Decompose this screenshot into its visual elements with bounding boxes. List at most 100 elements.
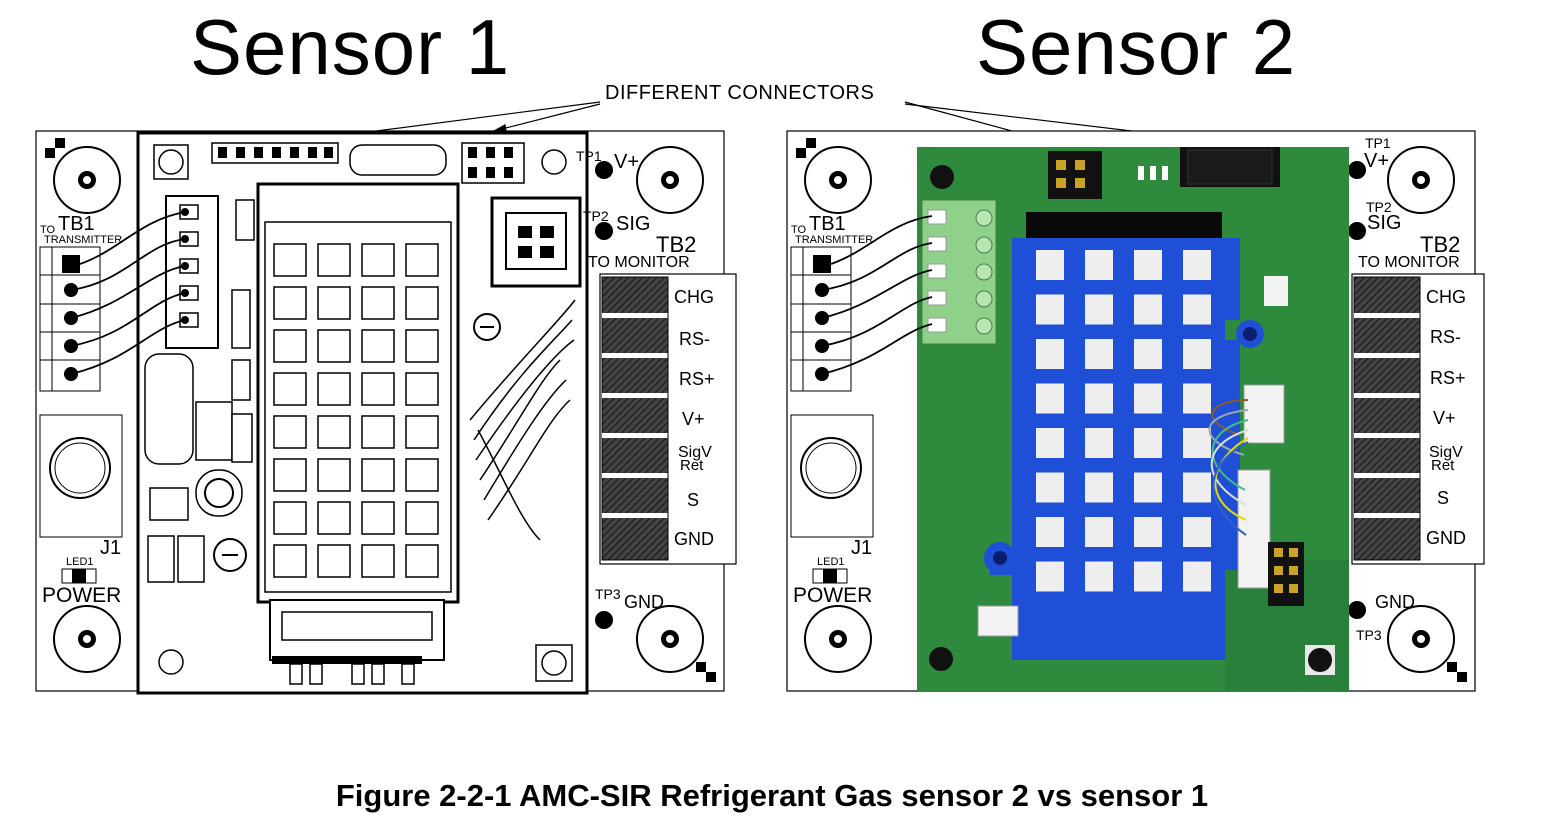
board1-sensor-cell: [405, 286, 439, 320]
board2-sensor-cell: [1134, 250, 1162, 280]
board2-sensor-cell: [1183, 383, 1211, 414]
board2-sensor-cell: [1085, 339, 1113, 369]
board2-led1-label: LED1: [817, 556, 845, 568]
board1-j1-label: J1: [100, 537, 122, 559]
board2-j1-label: J1: [851, 537, 873, 559]
board2-sensor-cell: [1036, 294, 1064, 325]
board2-terminal-vplus: V+: [1433, 408, 1456, 428]
board1-sensor-cell: [317, 458, 351, 492]
board2-terminal-rs-plus: RS+: [1430, 368, 1466, 388]
board2-sensor-cell: [1085, 517, 1113, 547]
board1-terminal-gnd: GND: [674, 529, 714, 549]
comparison-diagram: [35, 101, 1485, 695]
board2-sensor-cell: [1085, 383, 1113, 414]
board2-terminal-rs-minus: RS-: [1430, 327, 1461, 347]
board2-terminal-s: S: [1437, 488, 1450, 508]
board2-tb2-label: TB2: [1420, 232, 1461, 257]
board1-terminal-ret: Ret: [680, 457, 704, 474]
board1-to-monitor-label: TO MONITOR: [588, 254, 690, 271]
board2-sensor-cell: [1134, 561, 1162, 592]
board2-terminal-gnd: GND: [1426, 528, 1466, 548]
board2-sensor-cell: [1183, 472, 1211, 503]
board2-sensor-cell: [1036, 428, 1064, 458]
board1-sensor-cell: [361, 243, 395, 277]
board1-sensor-cell: [361, 372, 395, 406]
board2-sensor-cell: [1134, 428, 1162, 458]
board1-sensor-cell: [405, 243, 439, 277]
board1-sensor-cell: [273, 501, 307, 535]
board1-sensor-cell: [405, 458, 439, 492]
board1-power-label: POWER: [42, 584, 122, 607]
board1-tb1-label: TB1: [58, 213, 95, 235]
board2-sensor-cell: [1085, 294, 1113, 325]
board1-sensor-cell: [317, 243, 351, 277]
sensor1-title: Sensor 1: [190, 3, 511, 91]
board1-terminal-vplus: V+: [682, 409, 705, 429]
board2-sensor-cell: [1085, 428, 1113, 458]
board2-sensor-cell: [1134, 383, 1162, 414]
board1-sig-label: SIG: [616, 213, 651, 235]
board1-sensor-cell: [361, 501, 395, 535]
board2-power-label: POWER: [793, 584, 873, 607]
board1-sensor-cell: [273, 544, 307, 578]
different-connectors-label: DIFFERENT CONNECTORS: [605, 82, 875, 104]
board2-sensor-cell: [1134, 294, 1162, 325]
board1-sensor-cell: [405, 329, 439, 363]
board1-terminal-chg: CHG: [674, 287, 714, 307]
board2-transmitter-label: TRANSMITTER: [795, 234, 874, 246]
board1-tp3-label: TP3: [595, 586, 621, 602]
board2-sensor-cell: [1036, 250, 1064, 280]
board1-sensor-cell: [317, 544, 351, 578]
board2-sensor-cell: [1134, 339, 1162, 369]
board2-terminal-sigv: SigV: [1429, 444, 1463, 461]
board1-sensor-cell: [273, 372, 307, 406]
board1-sensor-cell: [361, 544, 395, 578]
board2-sensor-cell: [1183, 294, 1211, 325]
board1-sensor-cell: [317, 286, 351, 320]
board1-to-label: TO: [40, 224, 56, 236]
board1-sensor-cell: [273, 329, 307, 363]
board1-terminal-rs-plus: RS+: [679, 369, 715, 389]
board2-sensor-cell: [1085, 472, 1113, 503]
board2-sensor-cell: [1085, 250, 1113, 280]
board2-terminal-ret: Ret: [1431, 457, 1455, 474]
board2-sensor-cell: [1183, 561, 1211, 592]
board2-gnd-label: GND: [1375, 592, 1415, 612]
board1-sensor-cell: [273, 415, 307, 449]
board2-sensor-cell: [1183, 250, 1211, 280]
board2-tp2-label: TP2: [1366, 199, 1392, 215]
board2-sensor-cell: [1036, 339, 1064, 369]
board2-tb1-label: TB1: [809, 213, 846, 235]
board1-sensor-cell: [273, 243, 307, 277]
board2-vplus-label: V+: [1364, 150, 1390, 172]
board1-sensor-cell: [361, 415, 395, 449]
board2-sensor-cell: [1183, 339, 1211, 369]
board1-pcb: [70, 131, 589, 695]
board1-tp2-label: TP2: [583, 208, 609, 224]
board1-tb2-label: TB2: [656, 232, 697, 257]
board2-sensor-cell: [1036, 472, 1064, 503]
board2-sig-label: SIG: [1367, 212, 1402, 234]
board1-terminal-sigv: SigV: [678, 444, 712, 461]
board1-sensor-cell: [405, 544, 439, 578]
board1-sensor-cell: [361, 458, 395, 492]
board1-sensor-cell: [361, 329, 395, 363]
board1-sensor-cell: [405, 501, 439, 535]
board1-terminal-rs-minus: RS-: [679, 329, 710, 349]
board1-vplus-label: V+: [614, 151, 640, 173]
board2-sensor-cell: [1183, 517, 1211, 547]
board1-led1-label: LED1: [66, 556, 94, 568]
board1-sensor-cell: [361, 286, 395, 320]
board1-sensor-cell: [405, 415, 439, 449]
sensor2-title: Sensor 2: [976, 3, 1297, 91]
board2-sensor-cell: [1085, 561, 1113, 592]
board2-pcb: [821, 147, 1349, 691]
board1-sensor-cell: [405, 372, 439, 406]
board2-sensor-cell: [1183, 428, 1211, 458]
board2-to-monitor-label: TO MONITOR: [1358, 254, 1460, 271]
board1-sensor-cell: [317, 372, 351, 406]
board2-tp1-label: TP1: [1365, 135, 1391, 151]
board2-sensor-cell: [1134, 472, 1162, 503]
board1-sensor-cell: [317, 501, 351, 535]
board2-terminal-chg: CHG: [1426, 287, 1466, 307]
